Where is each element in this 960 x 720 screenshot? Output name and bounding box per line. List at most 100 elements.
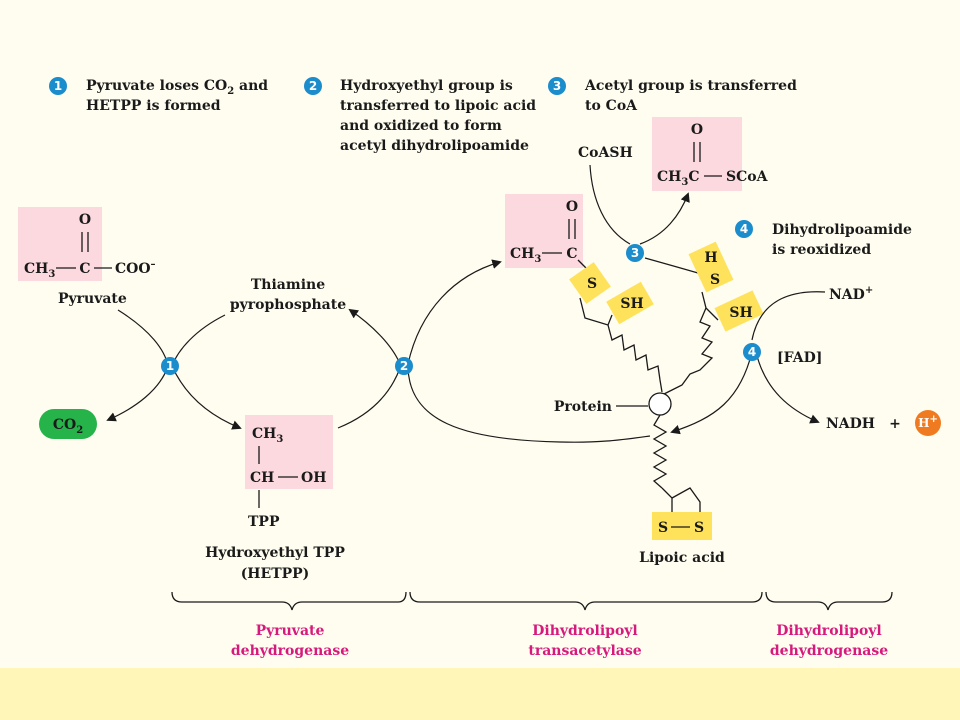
hetpp-out-arrow bbox=[171, 365, 242, 430]
step-1-number: 1 bbox=[54, 79, 62, 93]
step-2-caption: 2 Hydroxyethyl group is transferred to l… bbox=[304, 77, 536, 154]
step-4-text-line1: Dihydrolipoamide bbox=[772, 222, 912, 238]
step-3-caption: 3 Acetyl group is transferred to CoA bbox=[548, 77, 797, 114]
step-3-text-line1: Acetyl group is transferred bbox=[584, 78, 797, 94]
step-3-number: 3 bbox=[553, 79, 561, 93]
thiamine-label-line2: pyrophosphate bbox=[230, 297, 346, 313]
lipoamide-regenerated-arrow bbox=[670, 351, 753, 435]
hetpp-label-line1: Hydroxyethyl TPP bbox=[205, 545, 345, 561]
brace-lipoyl-dehydrogenase bbox=[765, 591, 893, 611]
pyruvate-in-arrow bbox=[117, 309, 169, 367]
right-s-label: S bbox=[710, 272, 720, 288]
tpp-regenerated-arrow bbox=[348, 308, 401, 365]
acetyl-lipoamide-arrow bbox=[407, 259, 502, 365]
acetyl-carbon: C bbox=[566, 246, 577, 262]
enzyme-3-line1: Dihydrolipoyl bbox=[776, 623, 882, 639]
pyruvate-carbon: C bbox=[79, 261, 90, 277]
acetyl-coa-out-arrow bbox=[639, 192, 690, 245]
plus-sign: + bbox=[889, 416, 901, 432]
coash-in-arrow bbox=[589, 164, 631, 245]
hetpp-ch: CH bbox=[250, 470, 274, 486]
lipoic-disulfide: S S bbox=[652, 512, 712, 540]
enzyme-2-line1: Dihydrolipoyl bbox=[532, 623, 638, 639]
hetpp-ch3: CH3 bbox=[252, 426, 283, 445]
acetyl-coa-scoa: SCoA bbox=[726, 169, 769, 185]
lipoamide-in-arrow bbox=[407, 367, 651, 443]
acetyl-lipoamide-arm: S SH bbox=[569, 262, 663, 393]
coash-label: CoASH bbox=[578, 145, 633, 161]
left-sh-label: SH bbox=[620, 296, 643, 312]
tpp-in-arrow bbox=[171, 314, 226, 367]
acetyl-group: O CH3 C bbox=[505, 194, 591, 273]
step-1-marker-number: 1 bbox=[166, 359, 174, 373]
brace-pyruvate-dehydrogenase bbox=[171, 591, 407, 611]
step-3-badge bbox=[548, 77, 566, 95]
acetyl-coa-structure: O CH3C SCoA bbox=[652, 117, 769, 191]
brace-transacetylase bbox=[409, 591, 763, 611]
bottom-band bbox=[0, 668, 960, 720]
step-3-marker-number: 3 bbox=[631, 246, 639, 260]
acetyl-coa-oxygen: O bbox=[691, 122, 703, 138]
step-2-badge bbox=[304, 77, 322, 95]
step-1-text-line2: HETPP is formed bbox=[86, 98, 221, 114]
thiamine-label-line1: Thiamine bbox=[251, 277, 325, 293]
step-2-text-line3: and oxidized to form bbox=[340, 118, 502, 134]
nad-label: NAD+ bbox=[829, 285, 873, 303]
lipoic-s-left: S bbox=[658, 520, 668, 536]
co2-label: CO2 bbox=[53, 417, 83, 436]
acetyl-oxygen: O bbox=[566, 199, 578, 215]
step-4-caption: 4 Dihydrolipoamide is reoxidized bbox=[735, 220, 912, 258]
co2-out-arrow bbox=[106, 365, 169, 422]
co2-product: CO2 bbox=[39, 409, 97, 439]
dihydrolipoamide-arm: H S SH bbox=[663, 241, 764, 395]
pyruvate-ch3: CH3 bbox=[24, 261, 55, 280]
enzyme-1-line2: dehydrogenase bbox=[231, 643, 349, 659]
pyruvate-structure: O CH3 C COO– Pyruvate bbox=[18, 207, 156, 307]
pyruvate-oxygen: O bbox=[79, 212, 91, 228]
right-h-label: H bbox=[704, 250, 717, 266]
step-3-text-line2: to CoA bbox=[585, 98, 638, 114]
hplus-badge bbox=[915, 410, 941, 436]
hetpp-tpp: TPP bbox=[248, 514, 280, 530]
step-2-text-line2: transferred to lipoic acid bbox=[340, 98, 536, 114]
protein-label: Protein bbox=[554, 399, 612, 415]
enzyme-3-line2: dehydrogenase bbox=[770, 643, 888, 659]
step-2-number: 2 bbox=[309, 79, 317, 93]
protein-node bbox=[648, 392, 672, 416]
fad-label: [FAD] bbox=[777, 350, 822, 366]
nadh-label: NADH bbox=[826, 416, 875, 432]
left-s-label: S bbox=[587, 276, 597, 292]
enzyme-2-line2: transacetylase bbox=[528, 643, 641, 659]
lipoic-s-right: S bbox=[694, 520, 704, 536]
step-4-badge bbox=[735, 220, 753, 238]
hetpp-oh: OH bbox=[301, 470, 326, 486]
step-4-text-line2: is reoxidized bbox=[772, 242, 871, 258]
step-1-caption: 1 Pyruvate loses CO2 and HETPP is formed bbox=[49, 77, 268, 114]
right-sh-label: SH bbox=[729, 305, 752, 321]
step-2-text-line4: acetyl dihydrolipoamide bbox=[340, 138, 529, 154]
enzyme-braces bbox=[171, 591, 893, 611]
step-4-marker-number: 4 bbox=[748, 345, 756, 359]
step-1-badge bbox=[49, 77, 67, 95]
step-4-marker bbox=[743, 343, 761, 361]
lysine-chain bbox=[652, 414, 668, 489]
acetyl-coa-ch3: CH3C bbox=[657, 169, 700, 188]
hplus-label: H+ bbox=[918, 414, 938, 430]
nadh-out-arrow bbox=[755, 351, 820, 424]
hetpp-to-step2-arrow bbox=[337, 367, 401, 429]
hetpp-structure: CH3 CH OH TPP Hydroxyethyl TPP (HETPP) bbox=[205, 415, 345, 582]
acetyl-ch3: CH3 bbox=[510, 246, 541, 265]
step-3-marker bbox=[626, 244, 644, 262]
step-2-marker-number: 2 bbox=[400, 359, 408, 373]
step-4-number: 4 bbox=[740, 222, 748, 236]
acetyl-highlight bbox=[505, 194, 583, 268]
hetpp-label-line2: (HETPP) bbox=[241, 566, 310, 582]
lipoic-acid-label: Lipoic acid bbox=[639, 550, 725, 566]
nad-in-arrow bbox=[751, 291, 826, 341]
pyruvate-coo: COO– bbox=[115, 259, 156, 277]
acetyl-coa-highlight bbox=[652, 117, 742, 191]
enzyme-1-line1: Pyruvate bbox=[256, 623, 325, 639]
pyruvate-label: Pyruvate bbox=[58, 291, 127, 307]
step-2-marker bbox=[395, 357, 413, 375]
